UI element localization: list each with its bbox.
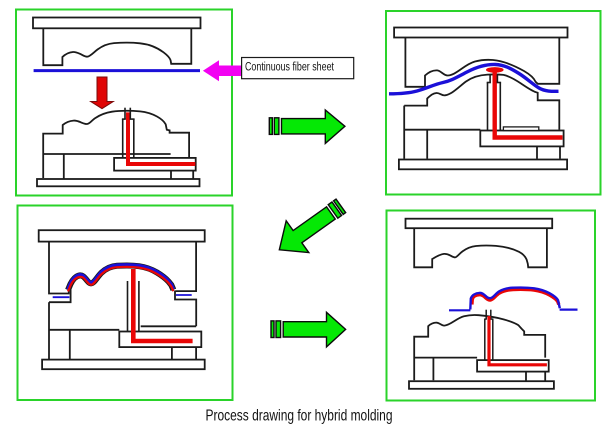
svg-text:Process drawing for hybrid mol: Process drawing for hybrid molding [206, 408, 393, 425]
svg-text:Continuous fiber sheet: Continuous fiber sheet [245, 61, 335, 73]
